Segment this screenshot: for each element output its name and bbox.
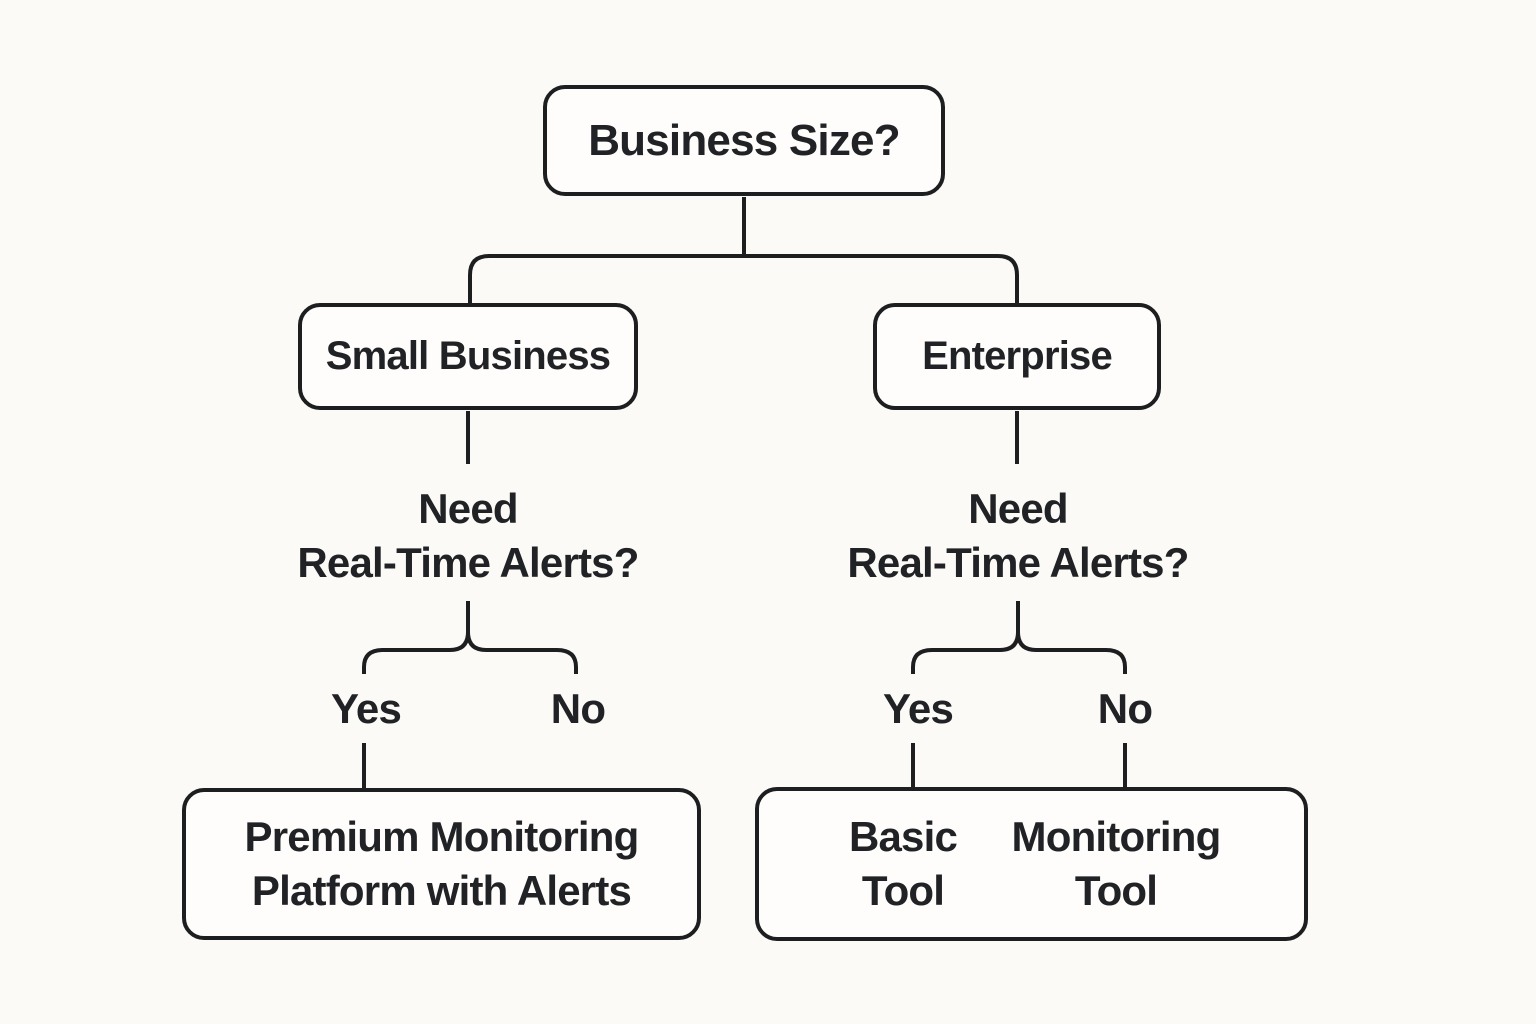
node-business-size-label: Business Size? (588, 115, 900, 165)
edge-label-small-business-yes: Yes (330, 685, 402, 732)
connector-left-brace-yes (362, 631, 470, 674)
edge-label-enterprise-yes: Yes (882, 685, 954, 732)
outcome-monitoring-tool-label: Monitoring Tool (1011, 813, 1222, 914)
connector-left-brace-no (466, 631, 578, 674)
connector-root-rail (468, 254, 1019, 304)
node-small-business-label: Small Business (325, 334, 611, 378)
node-outcome-premium-platform-label: Premium Monitoring Platform with Alerts (244, 813, 640, 914)
node-enterprise-label: Enterprise (922, 334, 1113, 378)
node-business-size: Business Size? (543, 85, 945, 196)
outcome-basic-tool-label: Basic Tool (848, 813, 958, 914)
node-small-business: Small Business (298, 303, 638, 410)
connector-right-brace-yes (911, 631, 1020, 674)
edge-label-enterprise-no: No (1097, 685, 1153, 732)
node-outcome-enterprise-tools (755, 787, 1308, 941)
node-outcome-premium-platform: Premium Monitoring Platform with Alerts (182, 788, 701, 940)
edge-label-small-business-no: No (550, 685, 606, 732)
question-small-business: Need Real-Time Alerts? (297, 485, 639, 586)
question-enterprise: Need Real-Time Alerts? (847, 485, 1189, 586)
node-enterprise: Enterprise (873, 303, 1161, 410)
connector-right-brace-no (1016, 631, 1127, 674)
